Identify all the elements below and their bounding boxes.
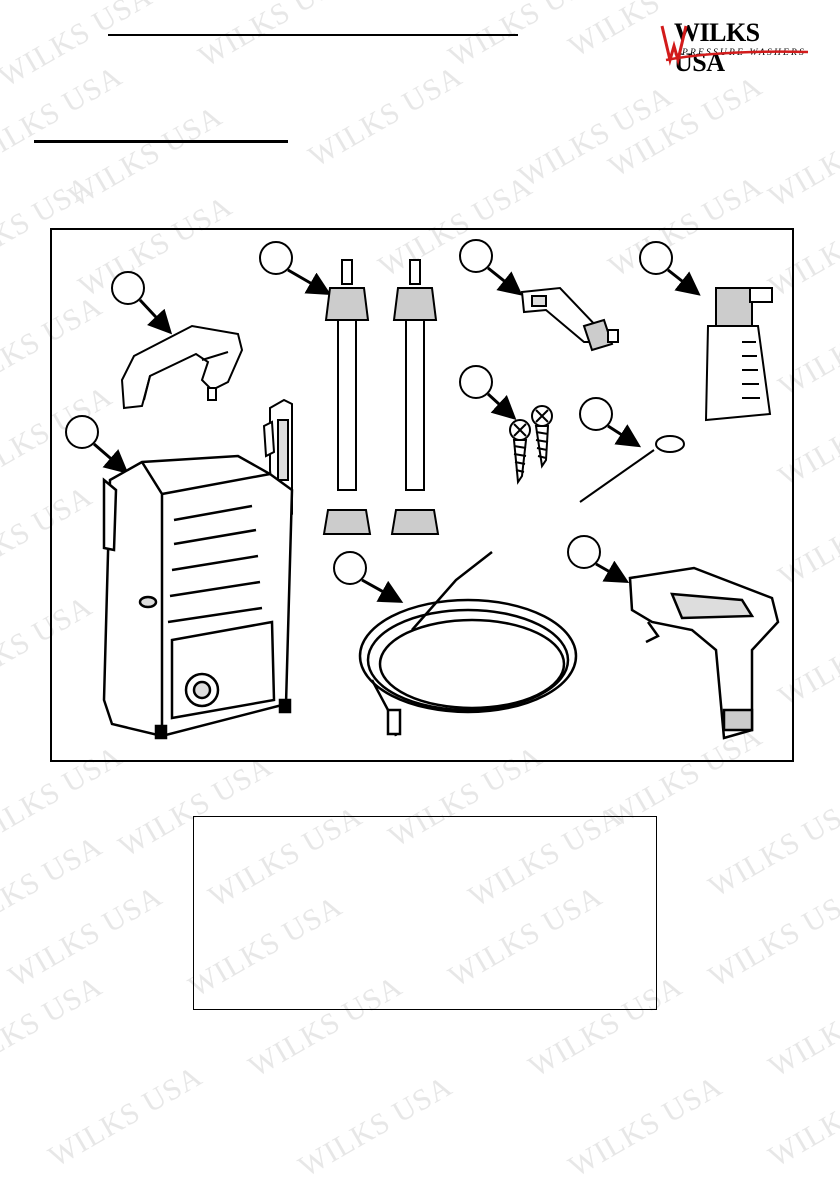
watermark-text: WILKS USA	[292, 1069, 459, 1184]
brand-logo: WILKS USA PRESSURE WASHERS	[660, 16, 810, 77]
screws-icon	[509, 405, 553, 485]
logo-swoosh-icon	[660, 25, 809, 66]
callout-screws	[459, 365, 517, 421]
callout-foam-bottle	[639, 241, 701, 296]
watermark-text: WILKS USA	[0, 59, 129, 174]
parts-illustration	[50, 228, 794, 762]
lance-pair-icon	[322, 259, 440, 535]
watermark-text: WILKS USA	[0, 0, 159, 94]
watermark-text: WILKS USA	[762, 1059, 840, 1174]
watermark-text: WILKS USA	[512, 79, 679, 194]
note-box	[193, 816, 657, 1010]
watermark-text: WILKS USA	[562, 1069, 729, 1184]
watermark-text: WILKS USA	[602, 69, 769, 184]
watermark-text: WILKS USA	[442, 0, 609, 74]
header-rule	[108, 34, 518, 36]
watermark-text: WILKS USA	[762, 99, 840, 214]
watermark-text: WILKS USA	[2, 879, 169, 994]
watermark-text: WILKS USA	[0, 969, 109, 1084]
callout-gun	[567, 535, 630, 583]
needle-icon	[579, 435, 685, 503]
callout-body	[65, 415, 129, 474]
callout-pin	[579, 397, 642, 448]
section-title-rule	[34, 140, 288, 143]
carry-handle-icon	[120, 324, 244, 410]
watermark-text: WILKS USA	[62, 99, 229, 214]
callout-hose	[333, 551, 404, 603]
watermark-text: WILKS USA	[42, 1059, 209, 1174]
watermark-text: WILKS USA	[192, 0, 359, 74]
spray-gun-icon	[628, 566, 780, 740]
watermark-text: WILKS USA	[0, 829, 109, 944]
callout-lances	[259, 241, 332, 296]
callout-handle	[111, 271, 173, 335]
watermark-text: WILKS USA	[702, 789, 840, 904]
watermark-text: WILKS USA	[762, 969, 840, 1084]
watermark-text: WILKS USA	[702, 879, 840, 994]
parts-drawing	[65, 239, 780, 740]
foam-bottle-icon	[704, 287, 773, 422]
hose-icon	[358, 551, 578, 737]
washer-body-icon	[102, 454, 294, 740]
nozzle-icon	[520, 286, 619, 352]
callout-nozzle	[459, 239, 523, 296]
watermark-text: WILKS USA	[302, 59, 469, 174]
